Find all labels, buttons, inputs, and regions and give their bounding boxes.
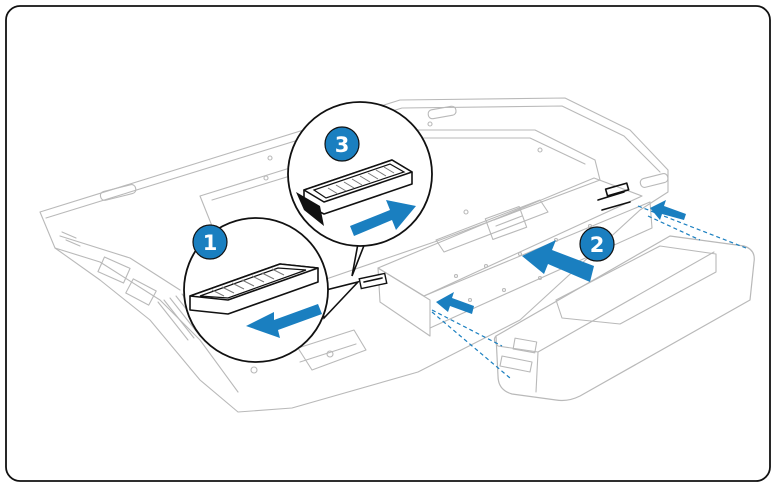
arrow-icon [350,200,416,236]
lock-switch-icon [296,159,413,226]
left-port-1 [97,256,131,284]
insertion-guides [431,205,747,379]
arrow-icon [246,304,322,338]
arrow-icon [522,240,594,282]
battery-terminal [512,337,538,354]
right-latch [604,182,630,197]
callout-step-3: 3 [287,101,433,277]
step-1-number: 1 [203,231,218,255]
battery-connector [484,205,528,241]
lock-switch-icon [358,272,388,290]
step-badge-icon: 1 [192,224,228,260]
step-badge-icon: 2 [579,226,615,262]
battery-bay [358,177,653,337]
step-badge-icon: 3 [324,126,360,162]
callout-step-1: 1 [183,217,361,363]
arrow-icon [436,292,474,314]
arrow-icon [650,200,686,220]
lock-switch-icon [189,263,319,315]
step-3-number: 3 [335,133,350,157]
step-2-number: 2 [590,233,605,257]
left-port-2 [125,278,157,306]
diagram-frame [5,5,771,482]
